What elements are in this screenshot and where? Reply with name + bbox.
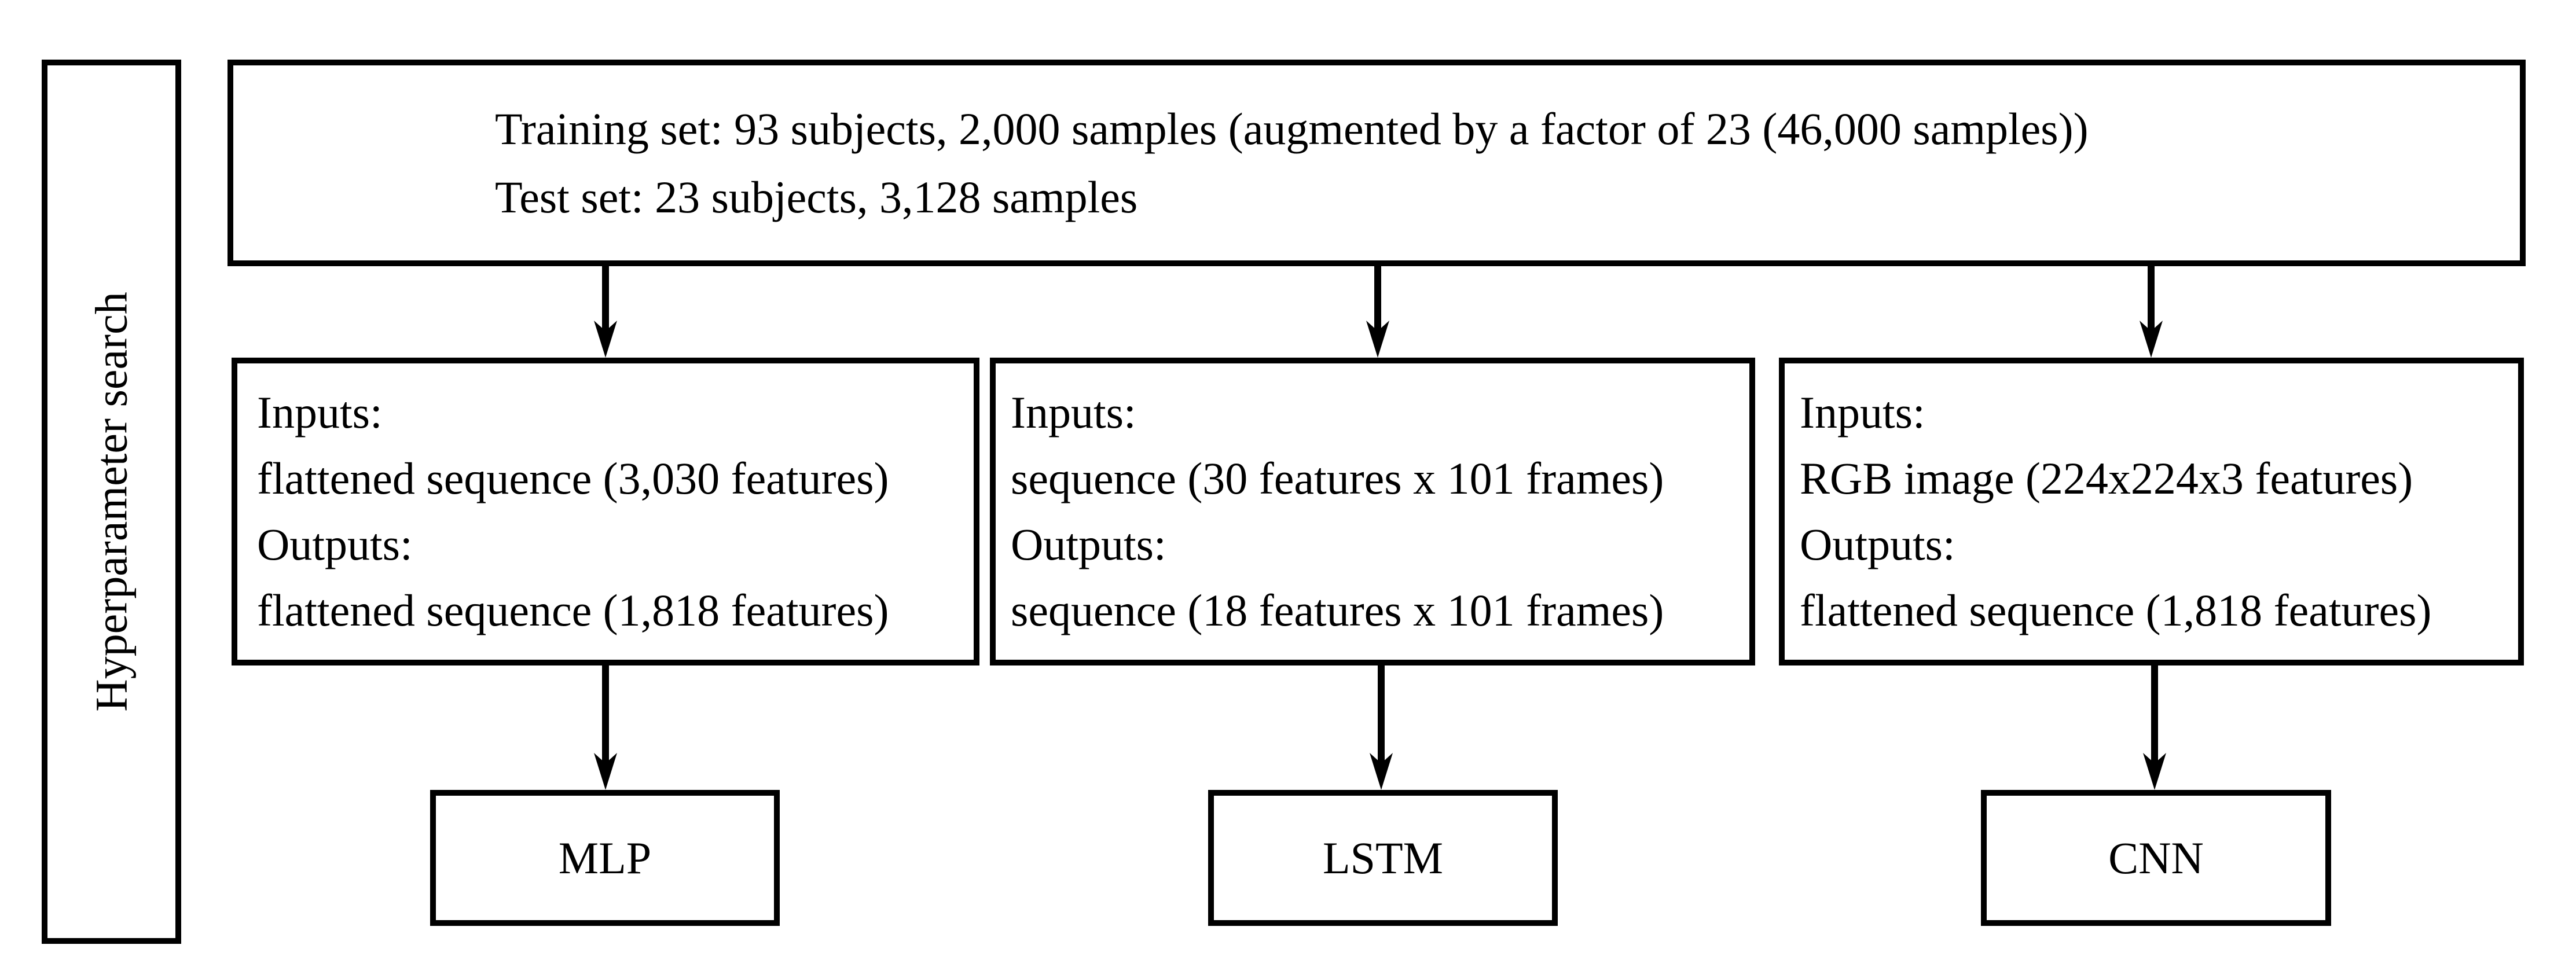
io-line: Inputs: [257, 387, 383, 437]
test-set-line: Test set: 23 subjects, 3,128 samples [495, 171, 1138, 222]
arrow-shaft [1378, 665, 1385, 764]
lstm-io-box: Inputs: sequence (30 features x 101 fram… [990, 358, 1755, 665]
arrowhead-down-icon [1366, 321, 1389, 358]
arrowhead-down-icon [1370, 753, 1393, 790]
arrowhead-down-icon [2143, 753, 2166, 790]
lstm-model-box: LSTM [1208, 790, 1558, 926]
arrow-cnn-io-to-cnn [2143, 665, 2166, 790]
io-line: flattened sequence (1,818 features) [257, 585, 889, 635]
lstm-model-label: LSTM [1322, 832, 1444, 883]
io-line: RGB image (224x224x3 features) [1800, 453, 2413, 503]
arrow-shaft [2151, 665, 2158, 764]
mlp-model-label: MLP [558, 832, 652, 883]
hyperparameter-search-panel: Hyperparameter search [42, 60, 181, 944]
arrow-lstm-io-to-lstm [1370, 665, 1393, 790]
arrow-shaft [602, 665, 609, 764]
arrow-shaft [1374, 266, 1381, 332]
io-line: Outputs: [1011, 519, 1166, 569]
arrow-dataset-to-mlp-io [594, 266, 617, 358]
dataset-box: Training set: 93 subjects, 2,000 samples… [227, 60, 2526, 266]
mlp-model-box: MLP [430, 790, 780, 926]
io-line: Outputs: [257, 519, 413, 569]
mlp-io-box: Inputs: flattened sequence (3,030 featur… [232, 358, 979, 665]
io-line: sequence (30 features x 101 frames) [1011, 453, 1664, 503]
arrow-dataset-to-lstm-io [1366, 266, 1389, 358]
cnn-io-box: Inputs: RGB image (224x224x3 features) O… [1779, 358, 2524, 665]
io-line: flattened sequence (3,030 features) [257, 453, 889, 503]
io-line: Inputs: [1011, 387, 1136, 437]
arrow-dataset-to-cnn-io [2140, 266, 2163, 358]
arrowhead-down-icon [594, 321, 617, 358]
io-line: Outputs: [1800, 519, 1955, 569]
arrow-shaft [602, 266, 609, 332]
cnn-model-label: CNN [2108, 832, 2204, 883]
io-line: sequence (18 features x 101 frames) [1011, 585, 1664, 635]
io-line: Inputs: [1800, 387, 1925, 437]
arrow-shaft [2148, 266, 2155, 332]
arrow-mlp-io-to-mlp [594, 665, 617, 790]
training-set-line: Training set: 93 subjects, 2,000 samples… [495, 103, 2089, 154]
hyperparameter-search-label: Hyperparameter search [86, 292, 137, 712]
arrowhead-down-icon [2140, 321, 2163, 358]
cnn-model-box: CNN [1981, 790, 2331, 926]
io-line: flattened sequence (1,818 features) [1800, 585, 2432, 635]
arrowhead-down-icon [594, 753, 617, 790]
